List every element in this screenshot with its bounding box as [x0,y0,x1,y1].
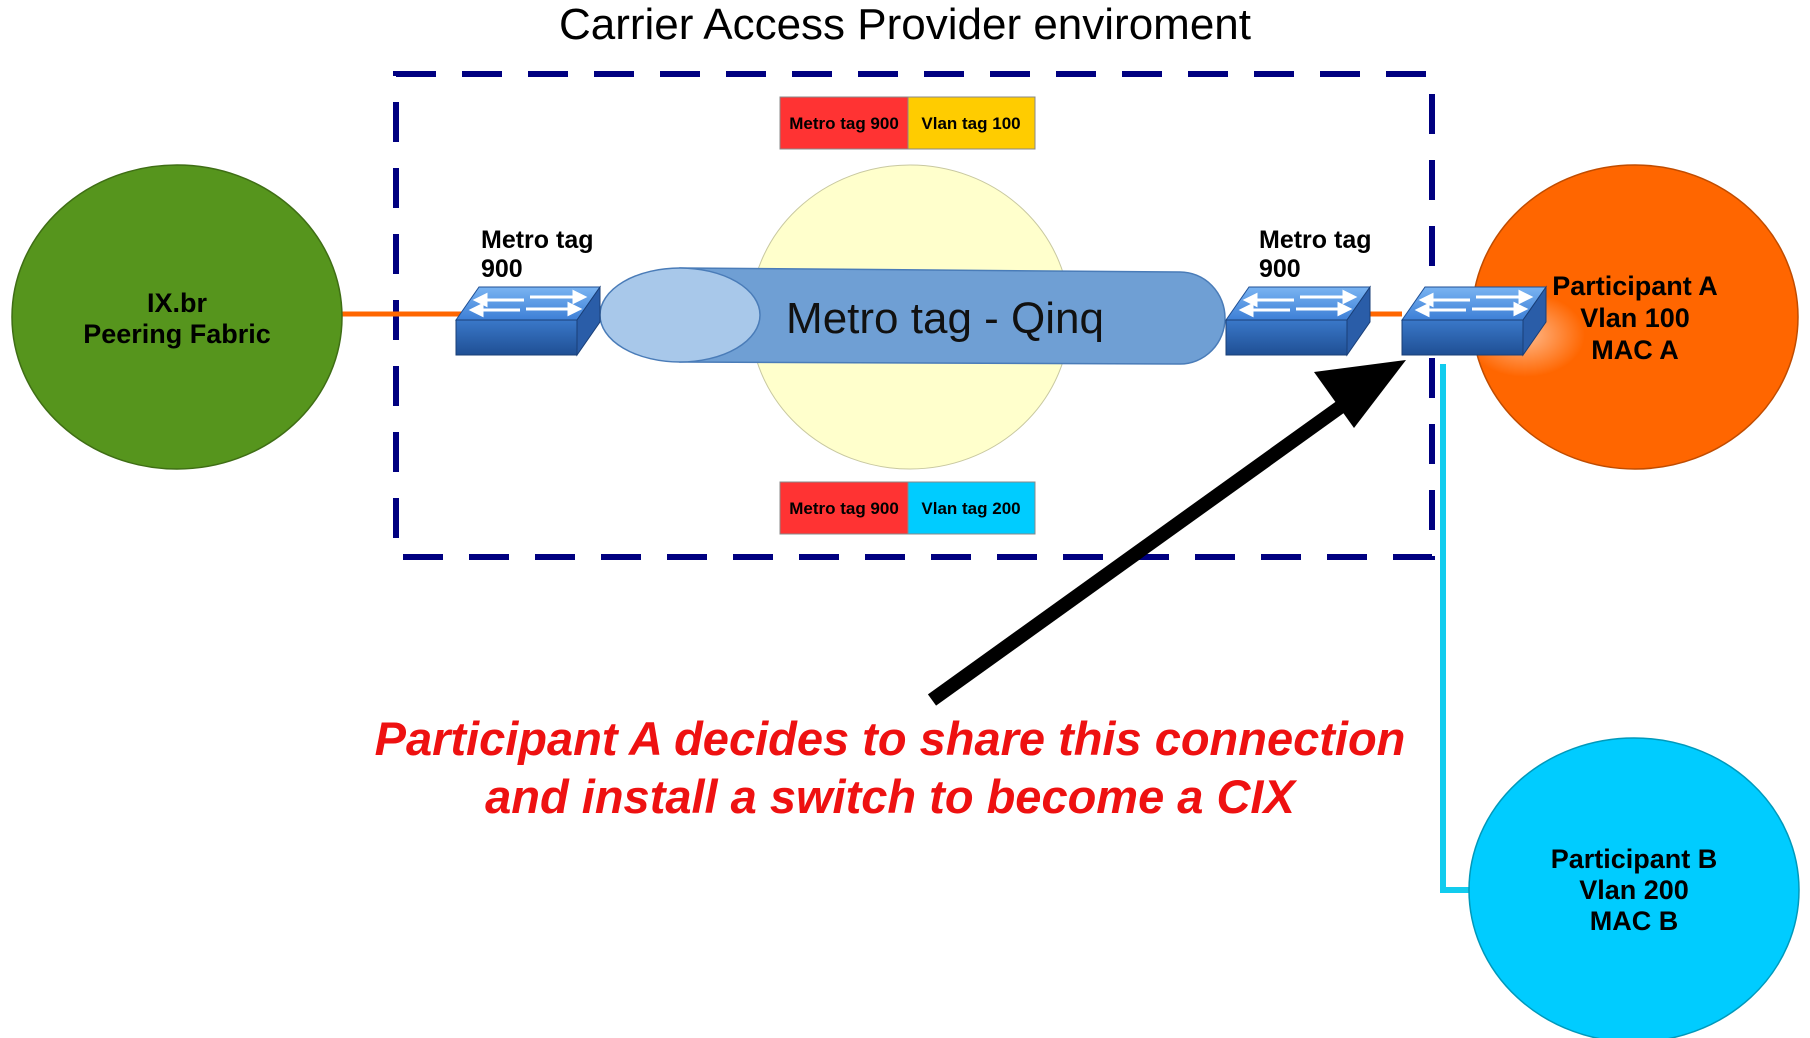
ixbr-node [11,164,343,470]
callout-arrow [927,360,1406,706]
switch-right [1225,285,1371,357]
caption-line1: Participant A decides to share this conn… [374,712,1406,765]
participant-a-label-line3: MAC A [1591,335,1679,365]
ixbr-label-line2: Peering Fabric [83,319,271,349]
switch-right-label-line1: Metro tag [1259,226,1372,254]
diagram-title: Carrier Access Provider enviroment [558,0,1251,49]
caption: Participant A decides to share this conn… [300,710,1480,826]
participant-b-label-line2: Vlan 200 [1579,875,1689,905]
tag-top-metro-label: Metro tag 900 [789,114,899,133]
switch-right-label-line2: 900 [1259,255,1301,283]
caption-line2: and install a switch to become a CIX [485,770,1295,823]
tag-bottom-metro-label: Metro tag 900 [789,499,899,518]
participant-b-node [1468,737,1800,1038]
switch-left [455,285,601,357]
switch-left-label-line2: 900 [481,255,523,283]
participant-b-label-line3: MAC B [1590,906,1679,936]
ixbr-label-line1: IX.br [147,288,208,318]
participant-b-label-line1: Participant B [1551,844,1718,874]
tag-bottom-vlan [907,481,1036,535]
tag-top-vlan-label: Vlan tag 100 [921,114,1020,133]
tag-bottom-metro [779,481,909,535]
switch-left-label-line1: Metro tag [481,226,594,254]
link-cix-participant-b [1440,364,1472,893]
tag-top-vlan [907,96,1036,150]
tunnel-label: Metro tag - Qinq [786,294,1104,343]
tag-bottom-vlan-label: Vlan tag 200 [921,499,1020,518]
participant-a-label-line2: Vlan 100 [1580,303,1690,333]
tag-top-metro [779,96,909,150]
metro-tunnel [599,267,1226,365]
switch-cix [1401,285,1547,357]
participant-a-label-line1: Participant A [1552,271,1718,301]
